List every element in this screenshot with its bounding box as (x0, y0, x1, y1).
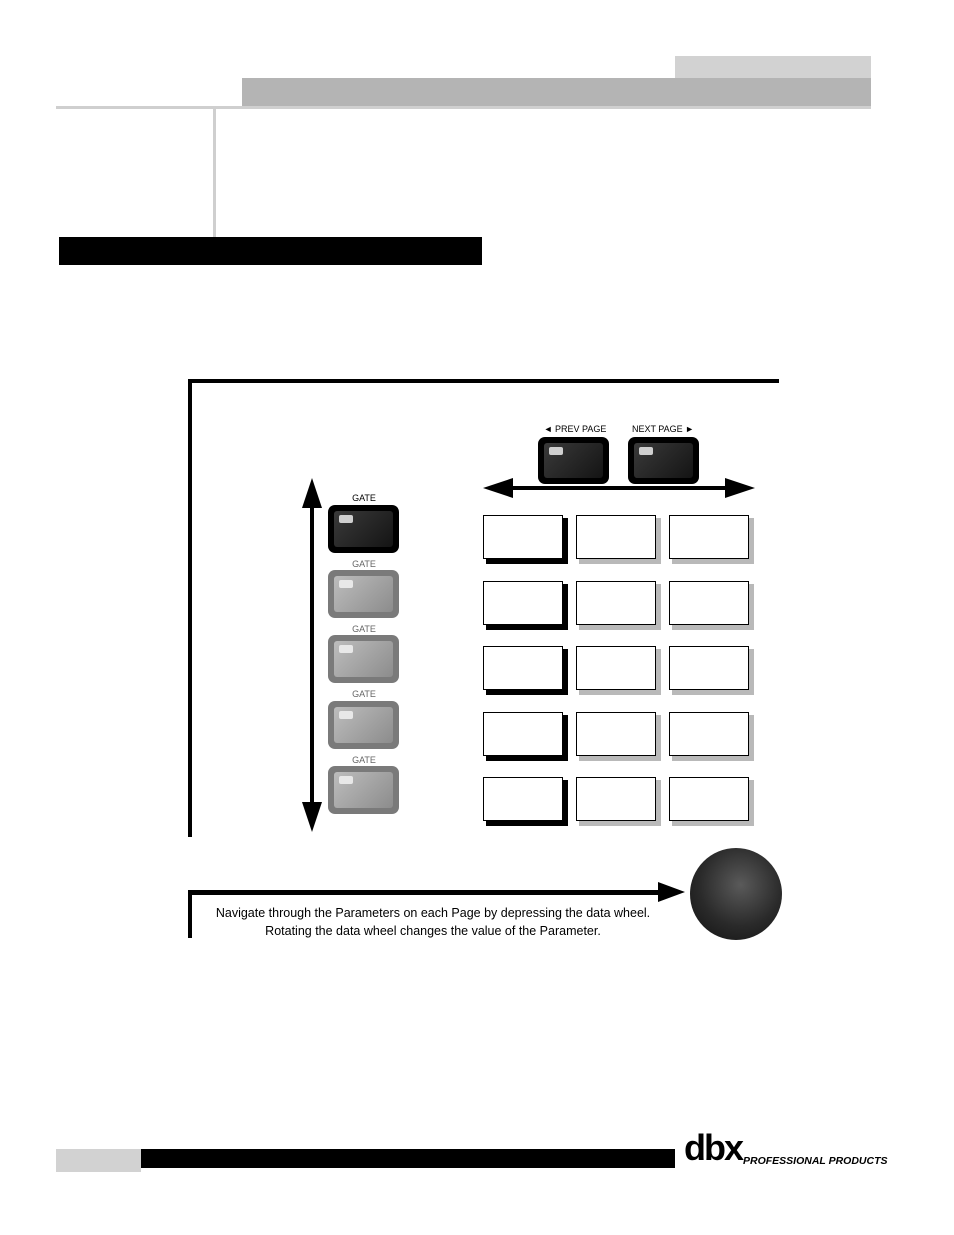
module-label: GATE (352, 624, 376, 634)
next-page-button[interactable] (628, 437, 699, 484)
next-page-label: NEXT PAGE ► (631, 424, 695, 434)
led-indicator (639, 447, 653, 455)
parameter-box (576, 646, 656, 690)
parameter-box (669, 712, 749, 756)
led-indicator (339, 515, 353, 523)
header-rule (56, 106, 871, 109)
led-indicator (339, 776, 353, 784)
horizontal-page-arrow (483, 478, 755, 498)
parameter-box (576, 581, 656, 625)
module-label: GATE (352, 559, 376, 569)
parameter-box (669, 515, 749, 559)
led-indicator (549, 447, 563, 455)
parameter-box (483, 712, 563, 756)
led-indicator (339, 645, 353, 653)
led-indicator (339, 711, 353, 719)
header-vertical-rule (213, 109, 216, 237)
note-arrow-head (658, 882, 685, 902)
parameter-box (483, 515, 563, 559)
header-bar (242, 78, 871, 106)
module-label: GATE (352, 755, 376, 765)
parameter-box (483, 646, 563, 690)
page-number-tab (56, 1149, 141, 1172)
dbx-logo: dbx (684, 1127, 744, 1168)
parameter-box (576, 777, 656, 821)
module-label: GATE (352, 493, 376, 503)
data-wheel[interactable] (690, 848, 782, 940)
parameter-box (576, 515, 656, 559)
module-button-5[interactable] (328, 766, 399, 814)
module-button-2[interactable] (328, 570, 399, 618)
footer-bar (141, 1149, 675, 1168)
diagram-frame-left (188, 379, 192, 837)
module-button-4[interactable] (328, 701, 399, 749)
note-line-1: Navigate through the Parameters on each … (215, 906, 651, 920)
vertical-module-arrow (302, 478, 322, 832)
parameter-box (576, 712, 656, 756)
prev-page-label: ◄ PREV PAGE (543, 424, 607, 434)
logo-subtitle: PROFESSIONAL PRODUCTS (743, 1155, 888, 1167)
module-button-1[interactable] (328, 505, 399, 553)
led-indicator (339, 580, 353, 588)
module-label: GATE (352, 689, 376, 699)
diagram-frame-top (188, 379, 779, 383)
parameter-box (669, 581, 749, 625)
parameter-box (669, 646, 749, 690)
note-arrow-line (188, 890, 660, 895)
note-line-2: Rotating the data wheel changes the valu… (265, 924, 601, 938)
parameter-box (483, 581, 563, 625)
section-title-bar (59, 237, 482, 265)
note-bracket (188, 890, 192, 938)
parameter-box (483, 777, 563, 821)
prev-page-button[interactable] (538, 437, 609, 484)
parameter-box (669, 777, 749, 821)
module-button-3[interactable] (328, 635, 399, 683)
